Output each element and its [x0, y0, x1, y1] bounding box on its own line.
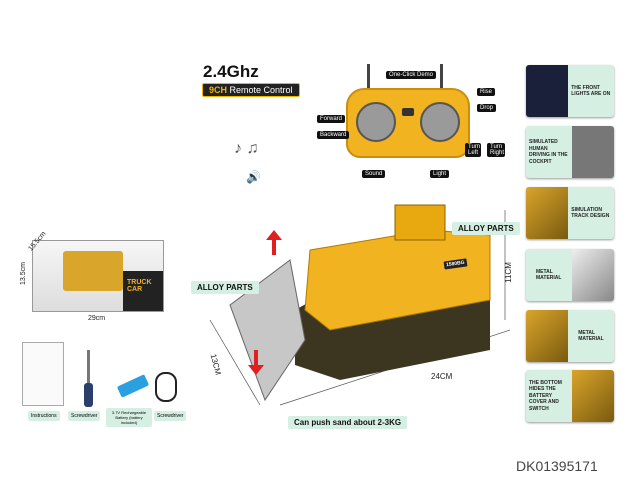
label-turn-right: Turn Right [487, 143, 505, 157]
arrow-up-icon [266, 230, 282, 240]
screwdriver-shaft [87, 350, 90, 385]
music-note-icon: ♪ ♫ [234, 140, 259, 157]
label-sound: Sound [362, 170, 386, 178]
box-toy [63, 251, 123, 291]
feature-card: SIMULATED HUMAN DRIVING IN THE COCKPIT [526, 126, 614, 178]
accessory-label: Screwdriver [68, 411, 101, 421]
feature-card: METAL MATERIAL [526, 249, 614, 301]
feature-text: METAL MATERIAL [536, 268, 562, 282]
feature-text: SIMULATION TRACK DESIGN [571, 206, 610, 220]
battery-image [116, 374, 150, 398]
feature-text: SIMULATED HUMAN DRIVING IN THE COCKPIT [529, 139, 568, 165]
bulldozer-image [209, 204, 510, 406]
screwdriver-image [84, 383, 93, 407]
feature-text: METAL MATERIAL [578, 329, 604, 343]
antenna-right [440, 64, 443, 90]
remote-control-image [346, 88, 470, 158]
speaker-icon: 🔊 [246, 170, 261, 184]
label-turn-left: Turn Left [465, 143, 481, 157]
arrow-down-icon [248, 365, 264, 375]
dim-line-width [209, 319, 261, 406]
accessory-label: 3.7V Rechargeable Battery (battery inclu… [106, 408, 152, 427]
length-dimension: 24CM [431, 372, 453, 381]
label-demo: One-Click Demo [386, 71, 437, 79]
subtitle-text: Remote Control [229, 85, 293, 95]
label-backward: Backward [317, 131, 350, 139]
feature-card: THE BOTTOM HIDES THE BATTERY COVER AND S… [526, 370, 614, 422]
box-height: 13.5cm [19, 262, 27, 285]
label-forward: Forward [317, 115, 346, 123]
box-brand: TRUCK CAR [123, 271, 163, 311]
channel-count: 9CH [209, 85, 228, 95]
antenna-left [367, 64, 370, 90]
label-drop: Drop [477, 104, 497, 112]
accessory-label: Instructions [28, 411, 60, 421]
accessory-label: Screwdriver [154, 411, 187, 421]
label-light: Light [430, 170, 450, 178]
alloy-parts-label-top: ALLOY PARTS [452, 222, 520, 235]
left-joystick [356, 102, 396, 142]
arrow-down-shaft [254, 350, 258, 365]
arrow-up-shaft [272, 240, 276, 255]
feature-card: METAL MATERIAL [526, 310, 614, 362]
usb-cable-image [155, 372, 177, 402]
feature-text: THE BOTTOM HIDES THE BATTERY COVER AND S… [529, 379, 562, 412]
height-dimension: 11CM [503, 262, 513, 283]
frequency-title: 2.4Ghz [203, 62, 259, 81]
feature-card: SIMULATION TRACK DESIGN [526, 187, 614, 239]
feature-text: THE FRONT LIGHTS ARE ON [571, 84, 611, 98]
cab [394, 204, 446, 241]
sku-code: DK01395171 [516, 458, 598, 474]
label-rise: Rise [477, 88, 496, 96]
sand-capacity-label: Can push sand about 2-3KG [288, 416, 408, 429]
instructions-image [22, 342, 64, 406]
box-width: 29cm [88, 315, 106, 322]
package-box-image: TRUCK CAR [32, 240, 164, 312]
demo-button [402, 108, 414, 116]
alloy-parts-label-left: ALLOY PARTS [191, 281, 259, 294]
feature-card: THE FRONT LIGHTS ARE ON [526, 65, 614, 117]
right-joystick [420, 102, 460, 142]
channel-subtitle: 9CH Remote Control [202, 83, 300, 97]
